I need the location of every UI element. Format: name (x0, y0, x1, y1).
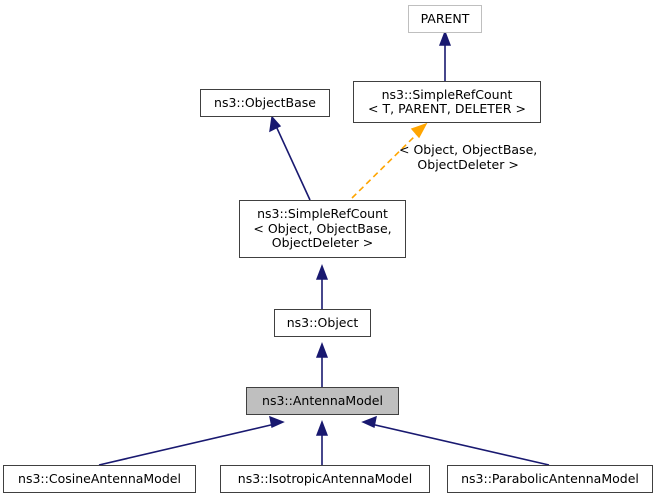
edge-isotropic-to-antennamodel-arrowhead (315, 420, 329, 436)
edge-object-to-simplerefcount-object (315, 264, 329, 309)
edge-simplerefcount-template-to-parent-arrowhead (438, 30, 452, 46)
class-node-label: PARENT (420, 10, 470, 26)
edge-simplerefcount-template-to-parent (438, 30, 452, 81)
edge-simplerefcount-object-to-objectbase (269, 115, 311, 201)
class-node-label: ns3::AntennaModel (262, 392, 383, 408)
class-node-label: ns3::Object (286, 314, 359, 330)
class-node-object[interactable]: ns3::Object (274, 309, 371, 337)
class-node-simplerefcount_object[interactable]: ns3::SimpleRefCount < Object, ObjectBase… (239, 200, 406, 258)
edge-parabolic-to-antennamodel-line (370, 423, 550, 466)
edge-label-template-args-label: < Object, ObjectBase, ObjectDeleter > (399, 142, 538, 172)
class-node-label: ns3::IsotropicAntennaModel (237, 470, 413, 486)
edge-isotropic-to-antennamodel (315, 420, 329, 465)
class-node-label: ns3::ObjectBase (214, 94, 316, 110)
class-node-label: ns3::CosineAntennaModel (18, 470, 181, 486)
class-node-label: ns3::SimpleRefCount < Object, ObjectBase… (253, 206, 392, 251)
class-node-isotropicantennamodel[interactable]: ns3::IsotropicAntennaModel (220, 465, 430, 493)
class-node-simplerefcount_template[interactable]: ns3::SimpleRefCount < T, PARENT, DELETER… (353, 81, 541, 123)
class-node-label: ns3::SimpleRefCount < T, PARENT, DELETER… (368, 86, 526, 116)
edge-simplerefcount-object-to-objectbase-line (275, 125, 311, 201)
class-node-label: ns3::ParabolicAntennaModel (461, 470, 639, 486)
edge-cosine-to-antennamodel-line (98, 423, 276, 466)
edge-simplerefcount-object-to-objectbase-arrowhead (269, 115, 282, 133)
class-node-parabolicantennamodel[interactable]: ns3::ParabolicAntennaModel (447, 465, 653, 493)
edge-antennamodel-to-object-arrowhead (315, 342, 329, 358)
edge-object-to-simplerefcount-object-arrowhead (315, 264, 329, 280)
edge-parabolic-to-antennamodel-arrowhead (361, 415, 377, 429)
class-node-cosineantennamodel[interactable]: ns3::CosineAntennaModel (3, 465, 196, 493)
class-node-antennamodel[interactable]: ns3::AntennaModel (246, 387, 399, 415)
edge-antennamodel-to-object (315, 342, 329, 387)
class-node-parent[interactable]: PARENT (408, 5, 482, 33)
edge-cosine-to-antennamodel (98, 415, 285, 466)
edge-simplerefcount-object-to-template-arrowhead (410, 122, 428, 139)
edge-parabolic-to-antennamodel (361, 415, 550, 466)
class-node-objectbase[interactable]: ns3::ObjectBase (200, 89, 330, 117)
edge-cosine-to-antennamodel-arrowhead (269, 415, 285, 429)
